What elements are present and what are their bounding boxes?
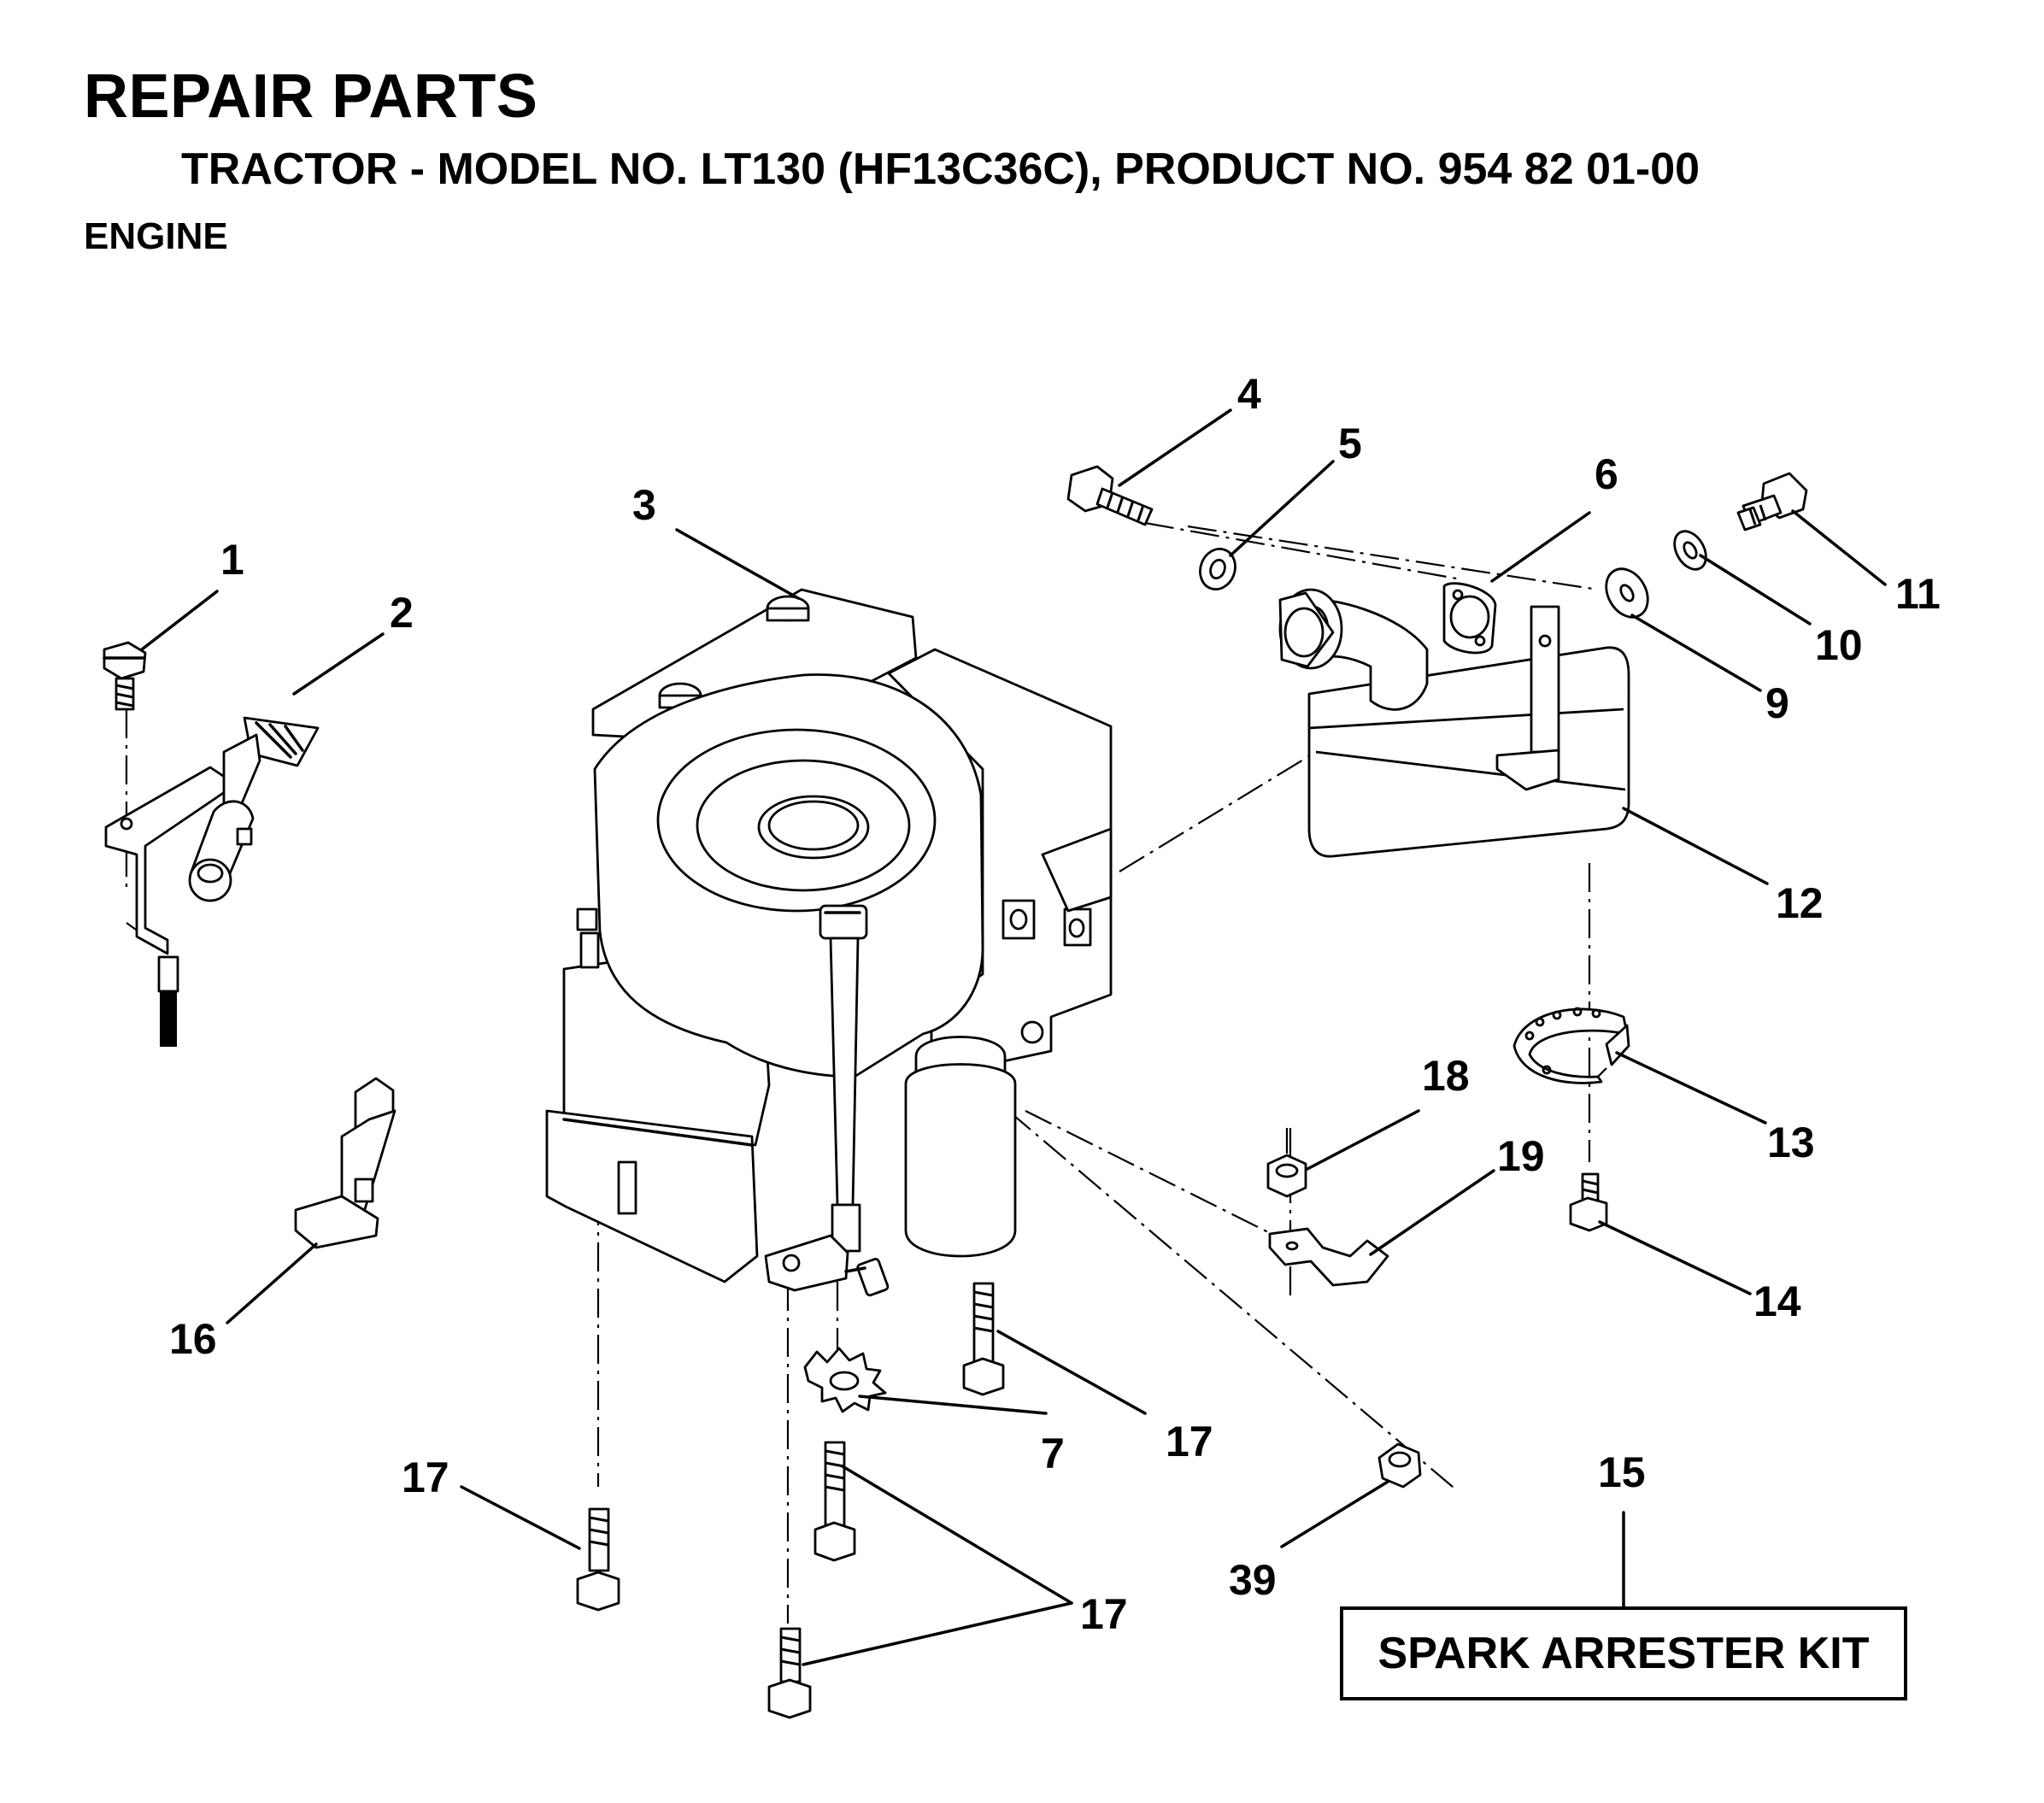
callout-9: 9 [1765, 679, 1789, 727]
callout-16: 16 [169, 1315, 217, 1363]
part-18-nut [1266, 1128, 1307, 1198]
callouts: 1 2 3 4 5 6 7 9 10 11 12 13 14 15 16 17 … [169, 370, 1941, 1638]
callout-5: 5 [1338, 420, 1362, 467]
callout-7: 7 [1041, 1430, 1065, 1477]
part-39-nut [1377, 1442, 1422, 1489]
part-1-bolt [103, 641, 147, 711]
callout-18: 18 [1422, 1052, 1470, 1100]
part-9-washer [1605, 567, 1649, 619]
callout-1: 1 [220, 536, 244, 584]
part-10-lock-washer [1673, 530, 1707, 571]
callout-12: 12 [1776, 879, 1824, 927]
part-11-bolt [1736, 472, 1808, 532]
part-7-star-washer [803, 1347, 887, 1413]
page-title: REPAIR PARTS [84, 62, 538, 131]
part-4-bolt [1066, 465, 1154, 526]
callout-17-c: 17 [1080, 1590, 1128, 1638]
part-14-screw [1569, 1172, 1608, 1232]
callout-19: 19 [1497, 1132, 1545, 1180]
callout-11: 11 [1895, 570, 1941, 618]
callout-17-b: 17 [402, 1454, 449, 1501]
callout-17-a: 17 [1166, 1418, 1213, 1465]
part-12-muffler [1278, 588, 1630, 858]
callout-13: 13 [1767, 1119, 1815, 1166]
part-5-washer [1199, 548, 1236, 590]
callout-2: 2 [390, 589, 414, 637]
part-2-throttle-control [104, 716, 320, 1047]
part-17-bolt-d [767, 1627, 812, 1719]
leader-lines [140, 408, 1887, 1666]
part-17-bolt-b [576, 1507, 620, 1612]
callout-14: 14 [1753, 1277, 1801, 1325]
callout-15: 15 [1598, 1448, 1646, 1496]
callout-39: 39 [1229, 1556, 1277, 1604]
part-17-bolt-a [962, 1282, 1005, 1396]
callout-4: 4 [1237, 370, 1261, 418]
part-6-gasket [1442, 582, 1497, 655]
part-17-bolt-c [813, 1441, 856, 1562]
section-heading: ENGINE [84, 215, 228, 257]
callout-10: 10 [1815, 621, 1863, 669]
callout-3: 3 [632, 481, 656, 529]
callout-6: 6 [1595, 450, 1618, 498]
spark-arrester-kit-box: SPARK ARRESTER KIT [1340, 1606, 1907, 1700]
part-19-clamp [1268, 1227, 1389, 1287]
part-13-screen [1512, 1007, 1630, 1084]
model-subtitle: TRACTOR - MODEL NO. LT130 (HF13C36C), PR… [181, 144, 1700, 194]
part-16-bracket [294, 1077, 396, 1249]
part-3-engine [545, 588, 1113, 1297]
spark-arrester-kit-label: SPARK ARRESTER KIT [1377, 1629, 1870, 1678]
